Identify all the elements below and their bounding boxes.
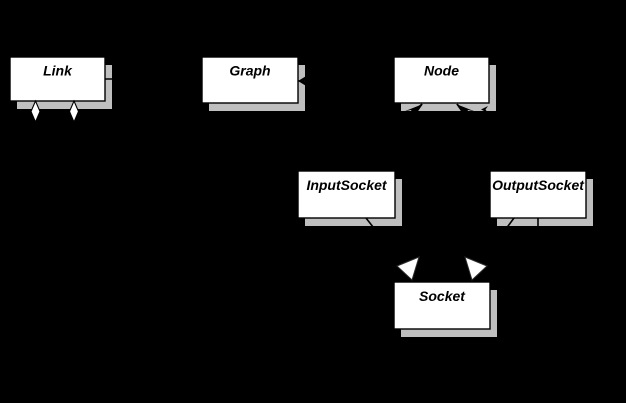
class-socket: Socket bbox=[393, 281, 491, 330]
class-link: Link bbox=[9, 56, 106, 102]
class-name-label: Node bbox=[424, 63, 459, 79]
inputsocket-node-association-line bbox=[349, 103, 423, 172]
class-name-label: Graph bbox=[229, 63, 270, 79]
class-box-rect bbox=[297, 170, 396, 219]
class-box-rect bbox=[489, 170, 587, 219]
aggregation-diamond-icon bbox=[30, 99, 41, 124]
class-inputsocket: InputSocket bbox=[297, 170, 396, 219]
arrowhead-into-node-right-icon bbox=[456, 104, 475, 117]
class-box-rect bbox=[393, 56, 490, 104]
outputsocket-node-association-line bbox=[456, 103, 521, 172]
class-name-label: OutputSocket bbox=[492, 177, 585, 193]
class-box-rect bbox=[393, 281, 491, 330]
class-name-label: InputSocket bbox=[306, 177, 387, 193]
class-name-label: Socket bbox=[419, 288, 466, 304]
generalization-triangle-icon bbox=[464, 256, 488, 281]
generalization-triangle-icon bbox=[396, 256, 420, 281]
aggregation-diamond-icon bbox=[68, 99, 80, 124]
class-node: Node bbox=[393, 56, 490, 104]
arrowhead-into-node-left-icon bbox=[404, 104, 423, 117]
class-box-rect bbox=[9, 56, 106, 102]
class-box-rect bbox=[201, 56, 299, 104]
class-outputsocket: OutputSocket bbox=[489, 170, 587, 219]
arrowhead-into-graph-icon bbox=[298, 75, 307, 87]
class-name-label: Link bbox=[43, 63, 73, 79]
class-graph: Graph bbox=[201, 56, 299, 104]
arrowhead-node-corner-icon bbox=[481, 106, 488, 113]
